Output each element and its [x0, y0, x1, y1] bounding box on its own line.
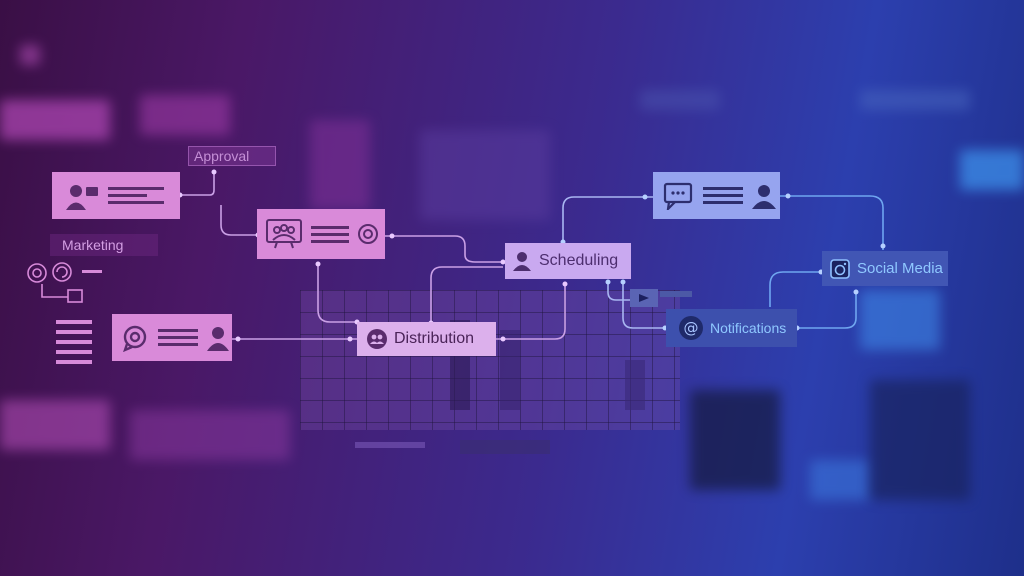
text-lines — [311, 225, 349, 243]
user-chat-icon — [66, 184, 98, 210]
text-lines — [703, 187, 743, 204]
text-lines — [158, 329, 198, 346]
text-lines — [108, 187, 164, 204]
social-media-node[interactable]: Social Media — [822, 251, 948, 286]
approval-text: Approval — [194, 148, 250, 164]
target-icon — [358, 224, 378, 244]
decorative-icons-left — [26, 262, 116, 307]
play-bar — [660, 291, 692, 297]
notifications-node[interactable]: @ Notifications — [666, 309, 797, 347]
play-box — [630, 289, 658, 307]
distribution-text: Distribution — [394, 330, 475, 347]
social-media-text: Social Media — [857, 260, 943, 277]
approval-label: Approval — [188, 146, 276, 166]
team-icon — [266, 219, 302, 249]
message-user-card[interactable] — [653, 172, 780, 219]
marketing-text: Marketing — [62, 237, 124, 253]
user-icon — [513, 252, 531, 271]
play-icon — [639, 294, 649, 302]
svg-text:@: @ — [684, 319, 699, 337]
notifications-text: Notifications — [710, 320, 787, 336]
scheduling-text: Scheduling — [539, 252, 619, 269]
scheduling-node[interactable]: Scheduling — [505, 243, 631, 279]
at-icon: @ — [679, 316, 703, 340]
user-icon — [207, 326, 229, 351]
chat-user-card[interactable] — [112, 314, 232, 361]
spiral-icon — [27, 262, 102, 303]
distribution-node[interactable]: Distribution — [357, 322, 496, 356]
chat-bubble-icon — [123, 325, 147, 352]
decorative-list-icon — [56, 320, 92, 364]
user-message-card[interactable] — [52, 172, 180, 219]
user-icon — [752, 184, 776, 209]
group-icon — [367, 329, 387, 349]
marketing-label: Marketing — [50, 234, 158, 256]
message-icon — [663, 182, 693, 210]
instagram-icon — [830, 258, 850, 279]
grid-panel — [300, 290, 680, 430]
team-meeting-card[interactable] — [257, 209, 385, 259]
